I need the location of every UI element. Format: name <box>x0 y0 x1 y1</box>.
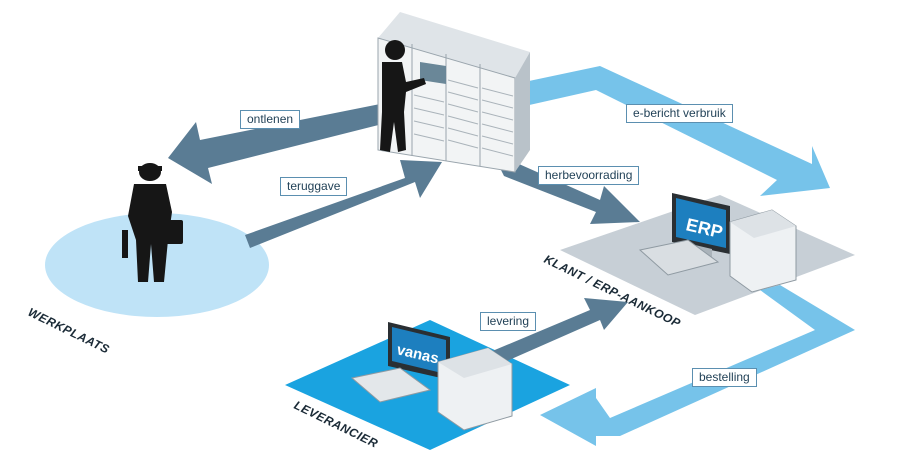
cabinet-touchscreen <box>420 62 446 84</box>
erp-computer <box>638 193 797 293</box>
supplier-computer <box>350 322 513 431</box>
e-bericht-verbruik-label: e-bericht verbruik <box>626 104 733 123</box>
erp-keyboard <box>638 239 720 276</box>
supplier-keyboard <box>350 367 432 403</box>
ontlenen-label: ontlenen <box>240 110 301 129</box>
teruggave-label: teruggave <box>280 177 348 196</box>
herbevoorrading-arrow <box>500 160 640 224</box>
ontlenen-arrow <box>168 95 430 184</box>
herbevoorrading-label: herbevoorrading <box>538 166 640 185</box>
teruggave-arrow <box>245 160 442 248</box>
operator-silhouette <box>380 40 426 152</box>
worker-silhouette <box>122 163 183 282</box>
bestelling-label: bestelling <box>692 368 757 387</box>
e-bericht-arrow <box>510 66 830 196</box>
levering-label: levering <box>480 312 537 331</box>
bestelling-arrow <box>540 285 855 446</box>
levering-arrow <box>490 298 628 364</box>
storage-cabinet <box>377 12 530 173</box>
